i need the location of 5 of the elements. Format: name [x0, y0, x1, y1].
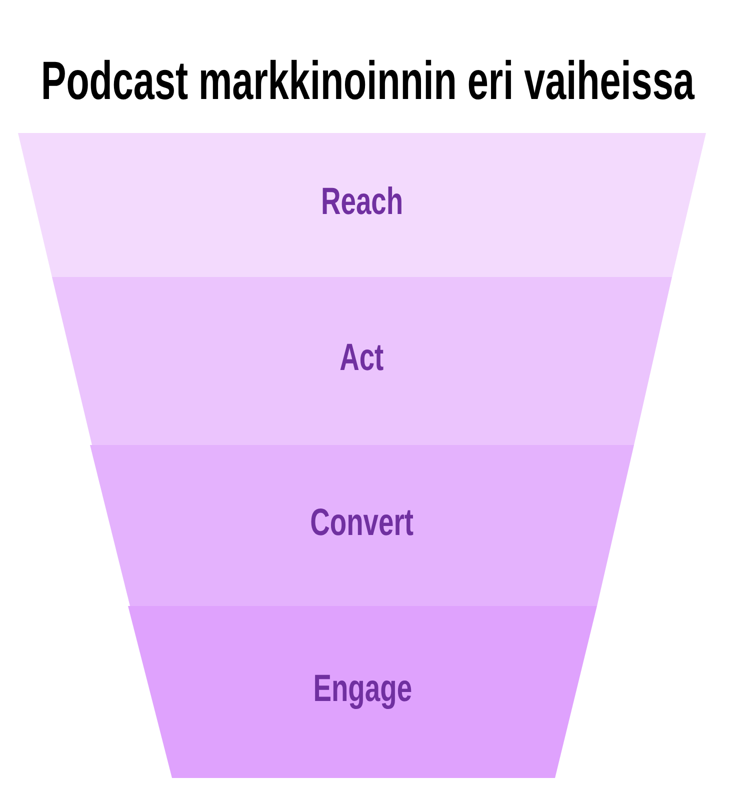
stage-label: Convert — [310, 502, 414, 544]
stage-label: Engage — [313, 668, 412, 711]
stage-label: Act — [340, 337, 384, 380]
stage-label: Reach — [320, 181, 404, 224]
diagram-title: Podcast markkinoinnin eri vaiheissa — [41, 50, 695, 112]
